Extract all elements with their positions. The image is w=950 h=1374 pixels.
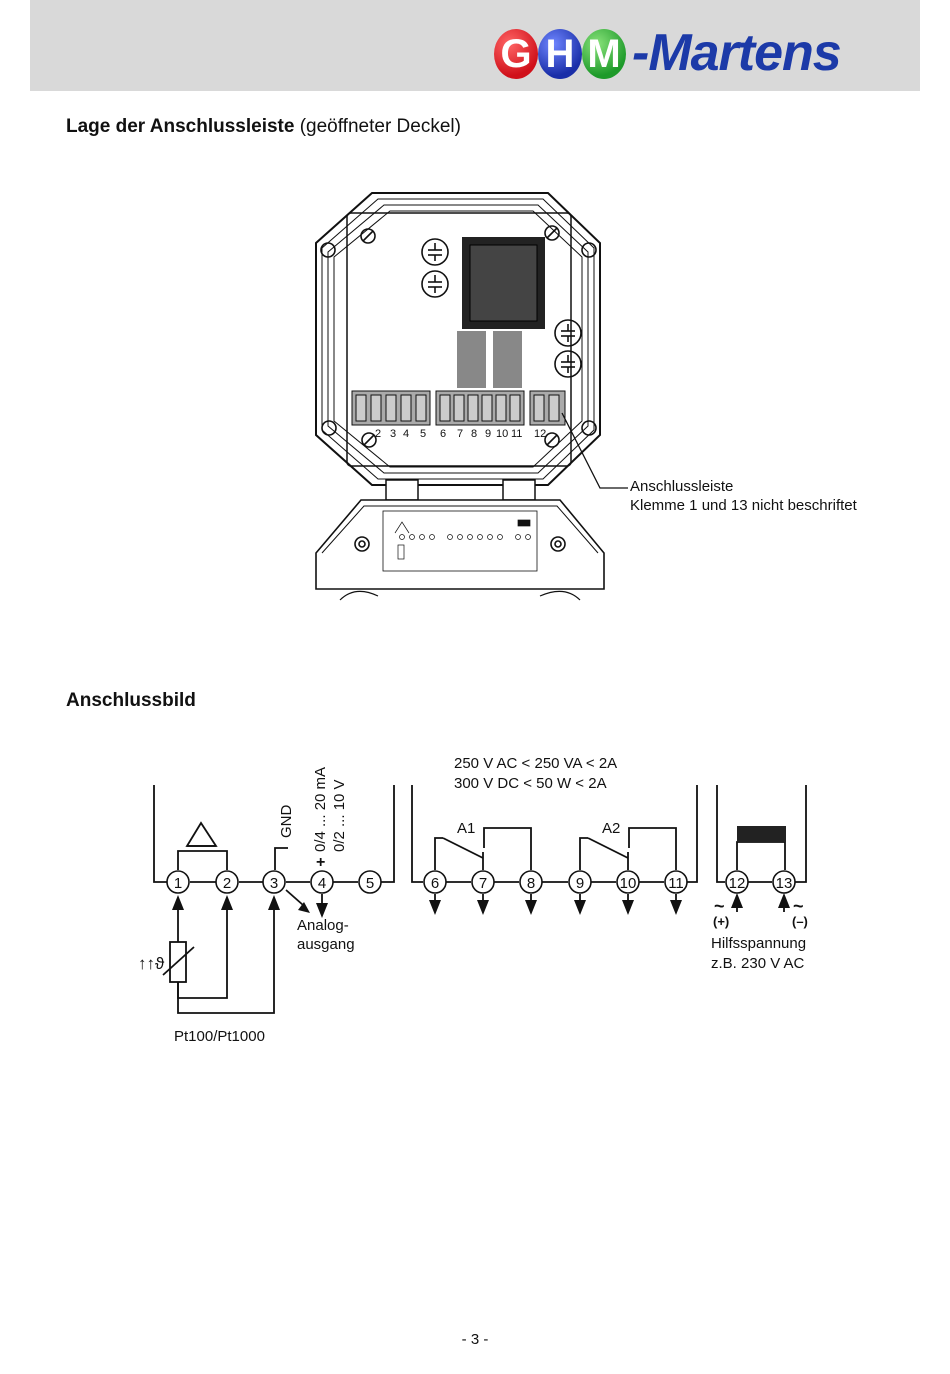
anschlussleiste-callout: Anschlussleiste Klemme 1 und 13 nicht be…: [630, 477, 857, 515]
analog-range-voltage: 0/2 ... 10 V: [331, 779, 348, 852]
sensor-symbol: ↑↑ϑ: [138, 954, 165, 973]
terminal-5: 5: [366, 875, 374, 892]
wiring-diagram: [153, 785, 807, 1014]
relay-block-2: [493, 331, 522, 388]
logo-letter-g: G: [494, 29, 538, 79]
terminal-11: 11: [668, 875, 684, 892]
aux-minus-label: (–): [792, 914, 808, 929]
terminal-8: 8: [527, 875, 535, 892]
terminal-12: 12: [729, 875, 746, 892]
lid-hinges: [385, 479, 536, 501]
section1-title-bold: Lage der Anschlussleiste: [66, 116, 295, 137]
aux-power-bar: [737, 826, 786, 842]
terminal-7: 7: [479, 875, 487, 892]
relay-spec-dc: 300 V DC < 50 W < 2A: [454, 775, 607, 792]
terminal-label-4: 4: [403, 428, 409, 440]
terminal-label-6: 6: [440, 428, 446, 440]
aux-tilde-minus: ~: [793, 896, 804, 916]
logo-letter-m: M: [582, 29, 626, 79]
aux-plus-label: (+): [713, 914, 729, 929]
terminal-circles: [166, 870, 796, 894]
terminal-3: 3: [270, 875, 278, 892]
analog-label-1: Analog-: [297, 917, 349, 934]
terminal-number-labels: 2 3 4 5 6 7 8 9 10 11 12: [375, 428, 546, 440]
relay-spec-ac: 250 V AC < 250 VA < 2A: [454, 755, 617, 772]
aux-label-2: z.B. 230 V AC: [711, 955, 805, 972]
section2-title: Anschlussbild: [66, 690, 196, 711]
terminal-label-2: 2: [375, 428, 381, 440]
ghm-martens-logo: G H M -Martens: [494, 24, 914, 83]
callout-line-1: Anschlussleiste: [630, 478, 734, 495]
terminal-10: 10: [620, 875, 637, 892]
logo-letter-h: H: [538, 29, 582, 79]
terminal-9: 9: [576, 875, 584, 892]
terminal-numbers: 1 2 3 4 5 6 7 8 9 10 11 12 13: [174, 875, 793, 892]
aux-tilde-plus: ~: [714, 896, 725, 916]
terminal-label-10: 10: [496, 428, 508, 440]
terminal-label-9: 9: [485, 428, 491, 440]
logo-wordmark: -Martens: [632, 24, 842, 82]
relay-block-1: [457, 331, 486, 388]
relay-a1-label: A1: [457, 820, 475, 837]
callout-line-2: Klemme 1 und 13 nicht beschriftet: [630, 497, 857, 514]
terminal-6: 6: [431, 875, 439, 892]
terminal-13: 13: [776, 875, 793, 892]
header-band: [30, 0, 920, 91]
callout-leader: [561, 412, 628, 489]
gnd-label: GND: [278, 805, 295, 839]
terminal-label-5: 5: [420, 428, 426, 440]
terminal-4: 4: [318, 875, 326, 892]
terminal-label-11: 11: [511, 428, 522, 440]
section1-title-normal: (geöffneter Deckel): [294, 116, 461, 137]
terminal-1: 1: [174, 875, 182, 892]
terminal-label-7: 7: [457, 428, 463, 440]
section1-title: Lage der Anschlussleiste (geöffneter Dec…: [66, 116, 461, 138]
terminal-label-3: 3: [390, 428, 396, 440]
opened-lid: [315, 499, 605, 601]
housing-drawing: [315, 192, 601, 486]
sensor-label: Pt100/Pt1000: [174, 1028, 265, 1045]
aux-label-1: Hilfsspannung: [711, 935, 806, 952]
terminal-label-8: 8: [471, 428, 477, 440]
relay-a2-label: A2: [602, 820, 620, 837]
analog-range-current: 0/4 ... 20 mA: [312, 767, 329, 852]
analog-plus: +: [316, 854, 325, 871]
analog-label-2: ausgang: [297, 936, 355, 953]
terminal-label-12: 12: [534, 428, 546, 440]
diagram-labels: GND 0/4 ... 20 mA 0/2 ... 10 V + Analog-…: [138, 755, 808, 1045]
page-number: - 3 -: [461, 1331, 489, 1348]
diagram-arrowheads: [172, 893, 790, 918]
terminal-strip: [351, 390, 566, 426]
terminal-2: 2: [223, 875, 231, 892]
